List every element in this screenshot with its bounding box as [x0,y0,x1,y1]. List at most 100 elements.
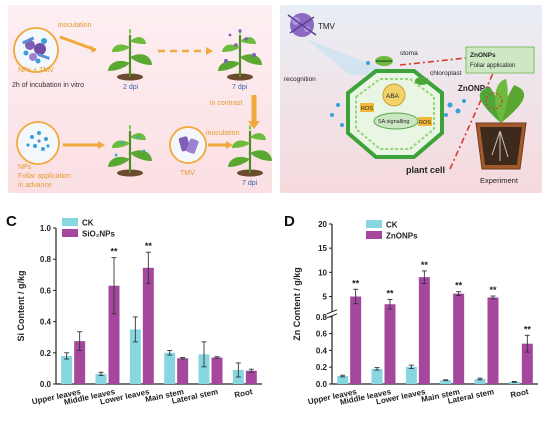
y-tick-label: 0.8 [40,255,52,264]
significance-marker: ** [524,324,532,334]
y-axis-title: Si Content / g/kg [16,271,26,342]
chloroplast-icon [415,77,429,85]
tmv-cluster-icon [287,13,317,37]
bar-np [453,293,465,384]
inoculation-bottom-arrowhead [226,141,233,149]
leaf-highlight-circle [485,92,503,110]
dashed-arrowhead [206,47,213,55]
panel-a-schematic: NPs + TMV inoculation 2h of incubation i… [8,5,272,193]
bar-ck [405,366,417,384]
panel-b-svg: TMV ABA SA signalling ROS ROS recognitio… [280,5,542,193]
stoma-icon [375,56,393,66]
np-tmv-label: NPs + TMV [18,67,54,74]
legend-swatch-ck [62,218,78,226]
nps-particles-icon [26,131,50,151]
bar-ck [371,368,383,384]
dpi7-top-label: 7 dpi [232,84,248,91]
y-tick-label: 5 [323,293,328,302]
bar-np [177,358,189,384]
y-tick-label: 0.0 [40,380,52,389]
axis-break-mark [326,313,338,319]
inoculation-bottom-label: inoculation [206,130,240,137]
inoculation-top-label: inoculation [58,22,92,29]
zoom-connector-lines [399,54,495,170]
bar-np [108,285,120,384]
np-dots-icon [114,135,146,157]
y-tick-label: 0.2 [40,349,52,358]
bar-ck [337,376,349,384]
bar-np [521,343,533,384]
axis-break-gap [328,311,538,316]
significance-marker: ** [489,285,497,295]
potted-plant-icon [475,79,527,170]
nps-circle [16,121,60,165]
bar-np [74,341,86,384]
bar-ck [474,378,486,384]
in-contrast-label: in contrast [210,100,242,107]
bar-ck [61,355,73,384]
bar-ck [508,381,520,384]
stoma-label: stoma [400,50,418,57]
ros-label-2: ROS [419,120,431,126]
in-contrast-arrowhead [248,121,260,129]
x-tick-label: Root [510,387,530,400]
aba-circle [382,83,406,107]
recognition-label: recognition [284,76,316,83]
tmv-label: TMV [180,170,195,177]
nps-label: NPs [18,164,32,171]
significance-marker: ** [110,247,118,257]
bar-np [487,297,499,384]
y-tick-label: 20 [318,220,327,229]
bar-ck [95,373,107,384]
zn-chart-bars: **Upper leaves**Middle leaves**Lower lea… [307,260,533,407]
znonps-b-label: ZnONPs [458,84,490,93]
legend-swatch-ck [366,220,382,228]
foliar-box-subtitle: Foliar application [470,63,515,69]
nps-arrowhead [98,141,105,149]
plant-cell-membrane [355,78,435,150]
y-tick-label: 0.6 [40,286,52,295]
tmv-spots-icon [224,29,256,63]
y-tick-label: 10 [318,268,327,277]
inoculation-top-arrow [59,35,97,52]
panel-a-svg: NPs + TMV inoculation 2h of incubation i… [8,5,272,193]
bar-np [211,357,223,384]
y-tick-label: 0.8 [316,313,328,322]
foliar-box-title: ZnONPs [470,52,496,59]
bar-ck [164,352,176,384]
plant-cell-label: plant cell [406,165,445,175]
bar-ck [198,354,210,384]
bar-np [142,267,154,384]
znonps-particles-icon [330,61,466,127]
y-tick-label: 0.0 [316,380,328,389]
x-tick-label: Root [234,387,254,400]
bar-np [245,370,257,384]
y-tick-label: 15 [318,244,327,253]
panel-c-letter: C [6,213,17,230]
inoculation-top-arrowhead [90,45,96,53]
y-tick-label: 0.2 [316,363,328,372]
zoom-cone [306,39,400,75]
legend-swatch-np [62,229,78,237]
y-tick-label: 1.0 [40,224,52,233]
bar-np [384,304,396,384]
incubation-caption: 2h of incubation in vitro [12,82,84,89]
foliar-box [465,46,535,74]
foliar-advance-label-2: in advance [18,182,52,189]
significance-marker: ** [386,288,394,298]
foliar-advance-label-1: Foliar application [18,173,71,180]
tmv-virus-icon [178,136,199,154]
panel-b-schematic: TMV ABA SA signalling ROS ROS recognitio… [280,5,542,193]
ros-label-1: ROS [361,106,373,112]
np-tmv-particles-icon [22,36,50,64]
tmv-b-label: TMV [318,22,336,31]
legend-label-ck: CK [82,219,94,228]
significance-marker: ** [145,241,153,251]
bar-np [418,277,430,384]
chloroplast-label: chloroplast [430,70,462,77]
bar-ck [440,380,452,384]
bar-np [350,296,362,384]
